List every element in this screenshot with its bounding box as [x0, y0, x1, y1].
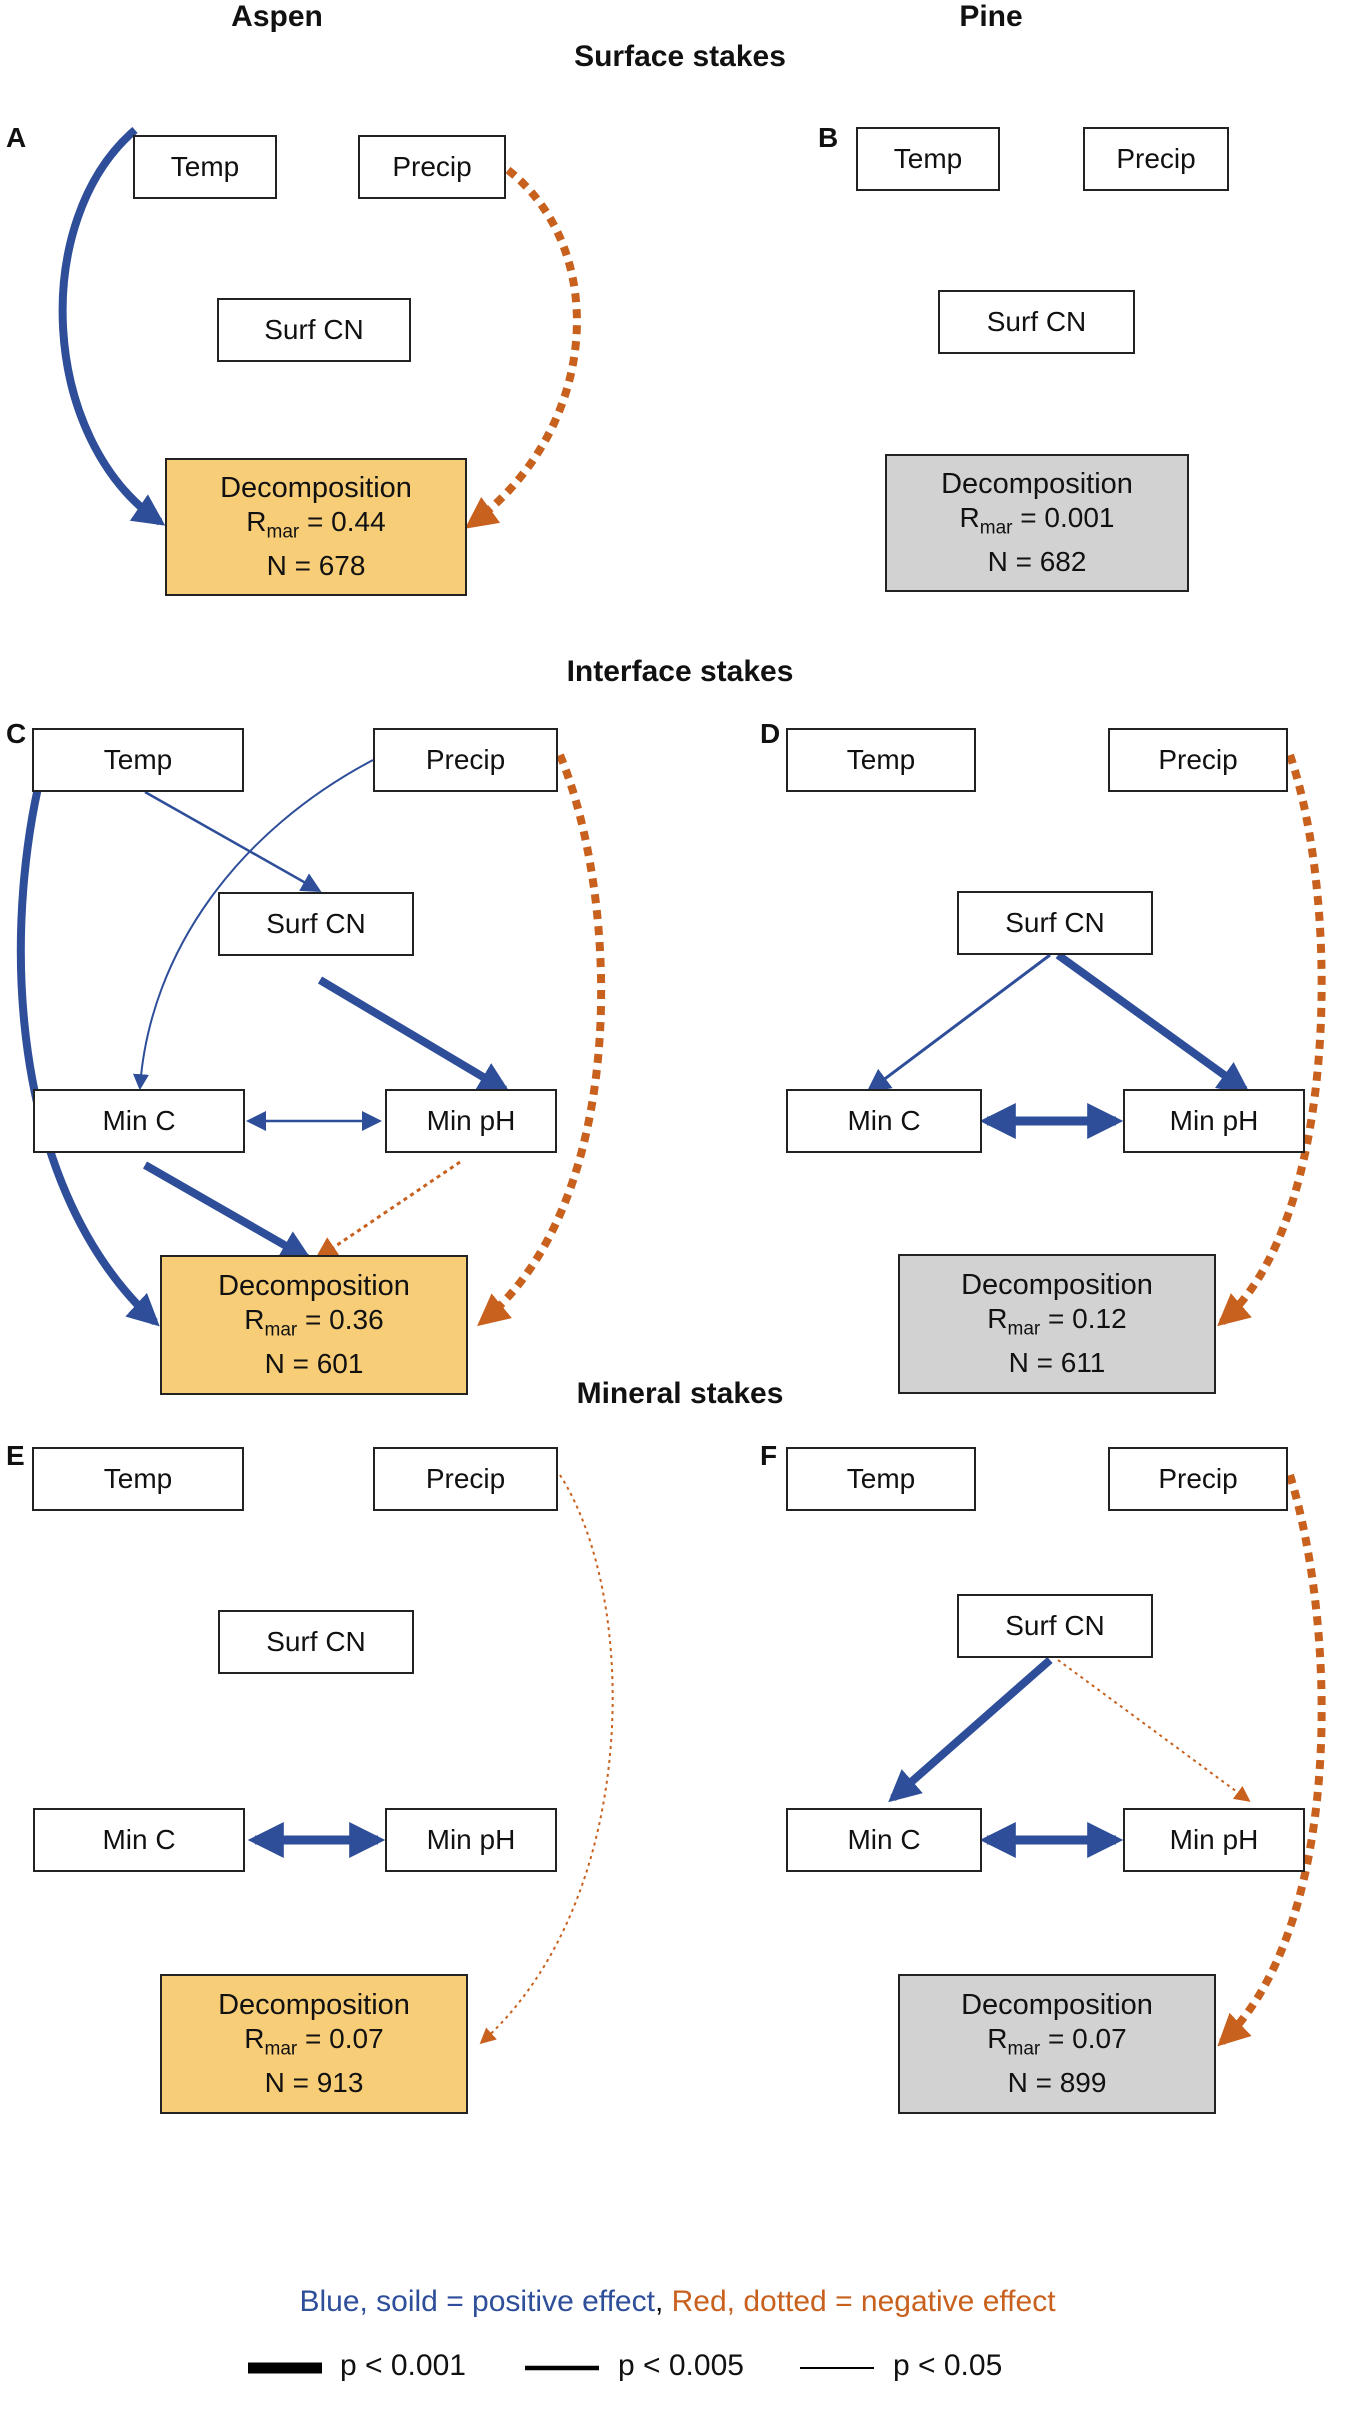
edge-e-precip-decomposition [479, 1474, 614, 2045]
node-decomposition: Decomposition Rmar = 0.44 N = 678 [165, 458, 467, 596]
decomposition-title: Decomposition [218, 1269, 410, 1302]
decomposition-title: Decomposition [218, 1988, 410, 2021]
node-temp: Temp [786, 728, 976, 792]
legend-effect-key: Blue, soild = positive effect, Red, dott… [0, 2285, 1355, 2319]
r-marginal: Rmar = 0.001 [959, 501, 1115, 539]
panel-label-f: F [760, 1440, 778, 1471]
column-header-pine: Pine [959, 0, 1023, 33]
node-surf-cn: Surf CN [217, 298, 411, 362]
node-decomposition: Decomposition Rmar = 0.36 N = 601 [160, 1255, 468, 1395]
sample-size: N = 682 [987, 546, 1087, 578]
node-min-ph: Min pH [385, 1808, 557, 1872]
node-min-c: Min C [786, 1808, 982, 1872]
edge-f-surfcn-minph [1057, 1659, 1251, 1802]
edge-d-surfcn-minc [866, 953, 1051, 1093]
node-surf-cn: Surf CN [938, 290, 1135, 354]
node-decomposition: Decomposition Rmar = 0.12 N = 611 [898, 1254, 1216, 1394]
node-min-ph: Min pH [1123, 1089, 1305, 1153]
legend-label-p001: p < 0.001 [340, 2349, 466, 2382]
edge-d-surfcn-minph [1055, 951, 1251, 1094]
node-surf-cn: Surf CN [957, 891, 1153, 955]
node-temp: Temp [32, 728, 244, 792]
node-min-c: Min C [33, 1808, 245, 1872]
node-temp: Temp [133, 135, 277, 199]
r-value: = 0.001 [1020, 501, 1115, 533]
section-header-surface: Surface stakes [574, 40, 786, 73]
edge-c-temp-decomposition [16, 733, 160, 1327]
decomposition-title: Decomposition [941, 467, 1133, 500]
legend-negative-text: Red, dotted = negative effect [663, 2285, 1056, 2318]
sample-size: N = 601 [264, 1348, 364, 1380]
r-value: = 0.07 [1048, 2022, 1127, 2054]
node-precip: Precip [373, 1447, 558, 1511]
panel-label-b: B [818, 122, 839, 153]
node-decomposition: Decomposition Rmar = 0.07 N = 913 [160, 1974, 468, 2114]
node-precip: Precip [1108, 1447, 1288, 1511]
legend-label-p05: p < 0.05 [893, 2349, 1003, 2382]
legend-positive-text: Blue, soild = positive effect [299, 2285, 655, 2318]
node-precip: Precip [358, 135, 506, 199]
node-decomposition: Decomposition Rmar = 0.001 N = 682 [885, 454, 1189, 592]
panel-label-d: D [760, 718, 781, 749]
sample-size: N = 611 [1008, 1347, 1106, 1379]
r-marginal: Rmar = 0.12 [987, 1302, 1127, 1340]
edge-c-minph-decomposition [314, 1160, 461, 1261]
node-surf-cn: Surf CN [218, 1610, 414, 1674]
node-decomposition: Decomposition Rmar = 0.07 N = 899 [898, 1974, 1216, 2114]
edge-f-surfcn-minc [888, 1656, 1053, 1803]
panel-label-e: E [6, 1440, 25, 1471]
edge-a-temp-decomposition [58, 126, 166, 526]
r-value: = 0.36 [305, 1303, 384, 1335]
r-value: = 0.07 [305, 2022, 384, 2054]
node-min-ph: Min pH [385, 1089, 557, 1153]
decomposition-title: Decomposition [961, 1988, 1153, 2021]
node-min-c: Min C [786, 1089, 982, 1153]
node-precip: Precip [1083, 127, 1229, 191]
panel-label-a: A [6, 122, 27, 153]
r-marginal: Rmar = 0.44 [246, 505, 386, 543]
sample-size: N = 913 [264, 2067, 364, 2099]
node-min-c: Min C [33, 1089, 245, 1153]
decomposition-title: Decomposition [961, 1268, 1153, 1301]
edge-c-surfcn-minph [317, 976, 511, 1094]
edge-f-precip-decomposition [1217, 1473, 1326, 2047]
edge-c-precip-decomposition [477, 753, 606, 1327]
r-marginal: Rmar = 0.07 [987, 2022, 1127, 2060]
node-temp: Temp [786, 1447, 976, 1511]
r-marginal: Rmar = 0.07 [244, 2022, 384, 2060]
edge-c-temp-surfcn [144, 790, 322, 892]
node-surf-cn: Surf CN [957, 1594, 1153, 1658]
node-min-ph: Min pH [1123, 1808, 1305, 1872]
r-marginal: Rmar = 0.36 [244, 1303, 384, 1341]
panel-label-c: C [6, 718, 27, 749]
column-header-aspen: Aspen [231, 0, 323, 33]
sample-size: N = 678 [266, 550, 366, 582]
node-temp: Temp [856, 127, 1000, 191]
edge-d-precip-decomposition [1217, 753, 1326, 1327]
decomposition-title: Decomposition [220, 471, 412, 504]
r-value: = 0.12 [1048, 1302, 1127, 1334]
edge-c-minc-decomposition [143, 1161, 313, 1262]
node-surf-cn: Surf CN [218, 892, 414, 956]
node-temp: Temp [32, 1447, 244, 1511]
node-precip: Precip [1108, 728, 1288, 792]
edge-a-precip-decomposition [464, 166, 581, 529]
section-header-interface: Interface stakes [566, 655, 794, 688]
legend-label-p005: p < 0.005 [618, 2349, 744, 2382]
node-precip: Precip [373, 728, 558, 792]
legend-comma: , [654, 2285, 664, 2318]
sample-size: N = 899 [1007, 2067, 1107, 2099]
r-value: = 0.44 [307, 505, 386, 537]
edge-c-precip-minc [132, 759, 374, 1091]
section-header-mineral: Mineral stakes [576, 1377, 784, 1410]
